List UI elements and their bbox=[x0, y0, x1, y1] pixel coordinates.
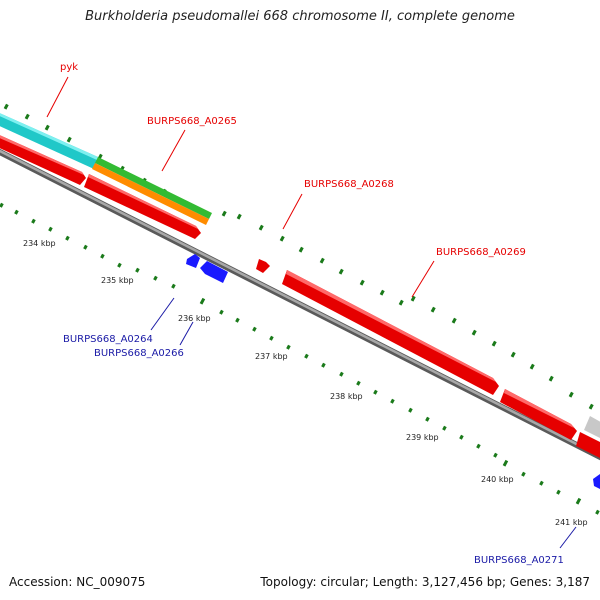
pyk-cds-band[interactable] bbox=[0, 111, 98, 169]
tick-label: 235 kbp bbox=[101, 276, 134, 285]
tick-label: 239 kbp bbox=[406, 433, 439, 442]
callout-lines bbox=[46, 76, 577, 549]
label-a0266[interactable]: BURPS668_A0266 bbox=[94, 348, 184, 359]
label-a0269[interactable]: BURPS668_A0269 bbox=[436, 247, 526, 258]
gene-a0265-arrow[interactable] bbox=[84, 174, 201, 239]
gene-pyk-arrow[interactable] bbox=[0, 133, 86, 185]
label-a0271[interactable]: BURPS668_A0271 bbox=[474, 555, 564, 566]
a0265-feature-bands[interactable] bbox=[92, 157, 212, 225]
tick-label: 237 kbp bbox=[255, 352, 288, 361]
tick-label: 240 kbp bbox=[481, 475, 514, 484]
tick-label: 234 kbp bbox=[23, 239, 56, 248]
gene-a0271-arrow[interactable] bbox=[593, 474, 600, 490]
kbp-tick-labels: 234 kbp 235 kbp 236 kbp 237 kbp 238 kbp … bbox=[23, 239, 588, 527]
label-pyk[interactable]: pyk bbox=[60, 62, 78, 73]
gene-labels: pyk BURPS668_A0265 BURPS668_A0268 BURPS6… bbox=[60, 62, 564, 566]
gene-a0264-arrow[interactable] bbox=[186, 254, 200, 268]
grey-feature[interactable] bbox=[584, 416, 600, 438]
label-a0264[interactable]: BURPS668_A0264 bbox=[63, 334, 153, 345]
lower-dot-track bbox=[0, 202, 600, 515]
genome-backbone bbox=[0, 148, 600, 461]
gene-a0268-arrow[interactable] bbox=[256, 259, 270, 273]
gene-a0270-arrow[interactable] bbox=[500, 389, 577, 440]
label-a0265[interactable]: BURPS668_A0265 bbox=[147, 116, 237, 127]
tick-label: 238 kbp bbox=[330, 392, 363, 401]
topology-text: Topology: circular; Length: 3,127,456 bp… bbox=[260, 575, 590, 589]
genome-title: Burkholderia pseudomallei 668 chromosome… bbox=[85, 9, 515, 24]
tick-label: 241 kbp bbox=[555, 518, 588, 527]
upper-dot-track bbox=[3, 103, 594, 410]
accession-text: Accession: NC_009075 bbox=[9, 575, 146, 589]
gene-a0266-arrow[interactable] bbox=[200, 261, 228, 283]
label-a0268[interactable]: BURPS668_A0268 bbox=[304, 179, 394, 190]
gene-a0269-arrow[interactable] bbox=[282, 270, 499, 395]
tick-label: 236 kbp bbox=[178, 314, 211, 323]
red-feature-edge[interactable] bbox=[576, 432, 600, 458]
